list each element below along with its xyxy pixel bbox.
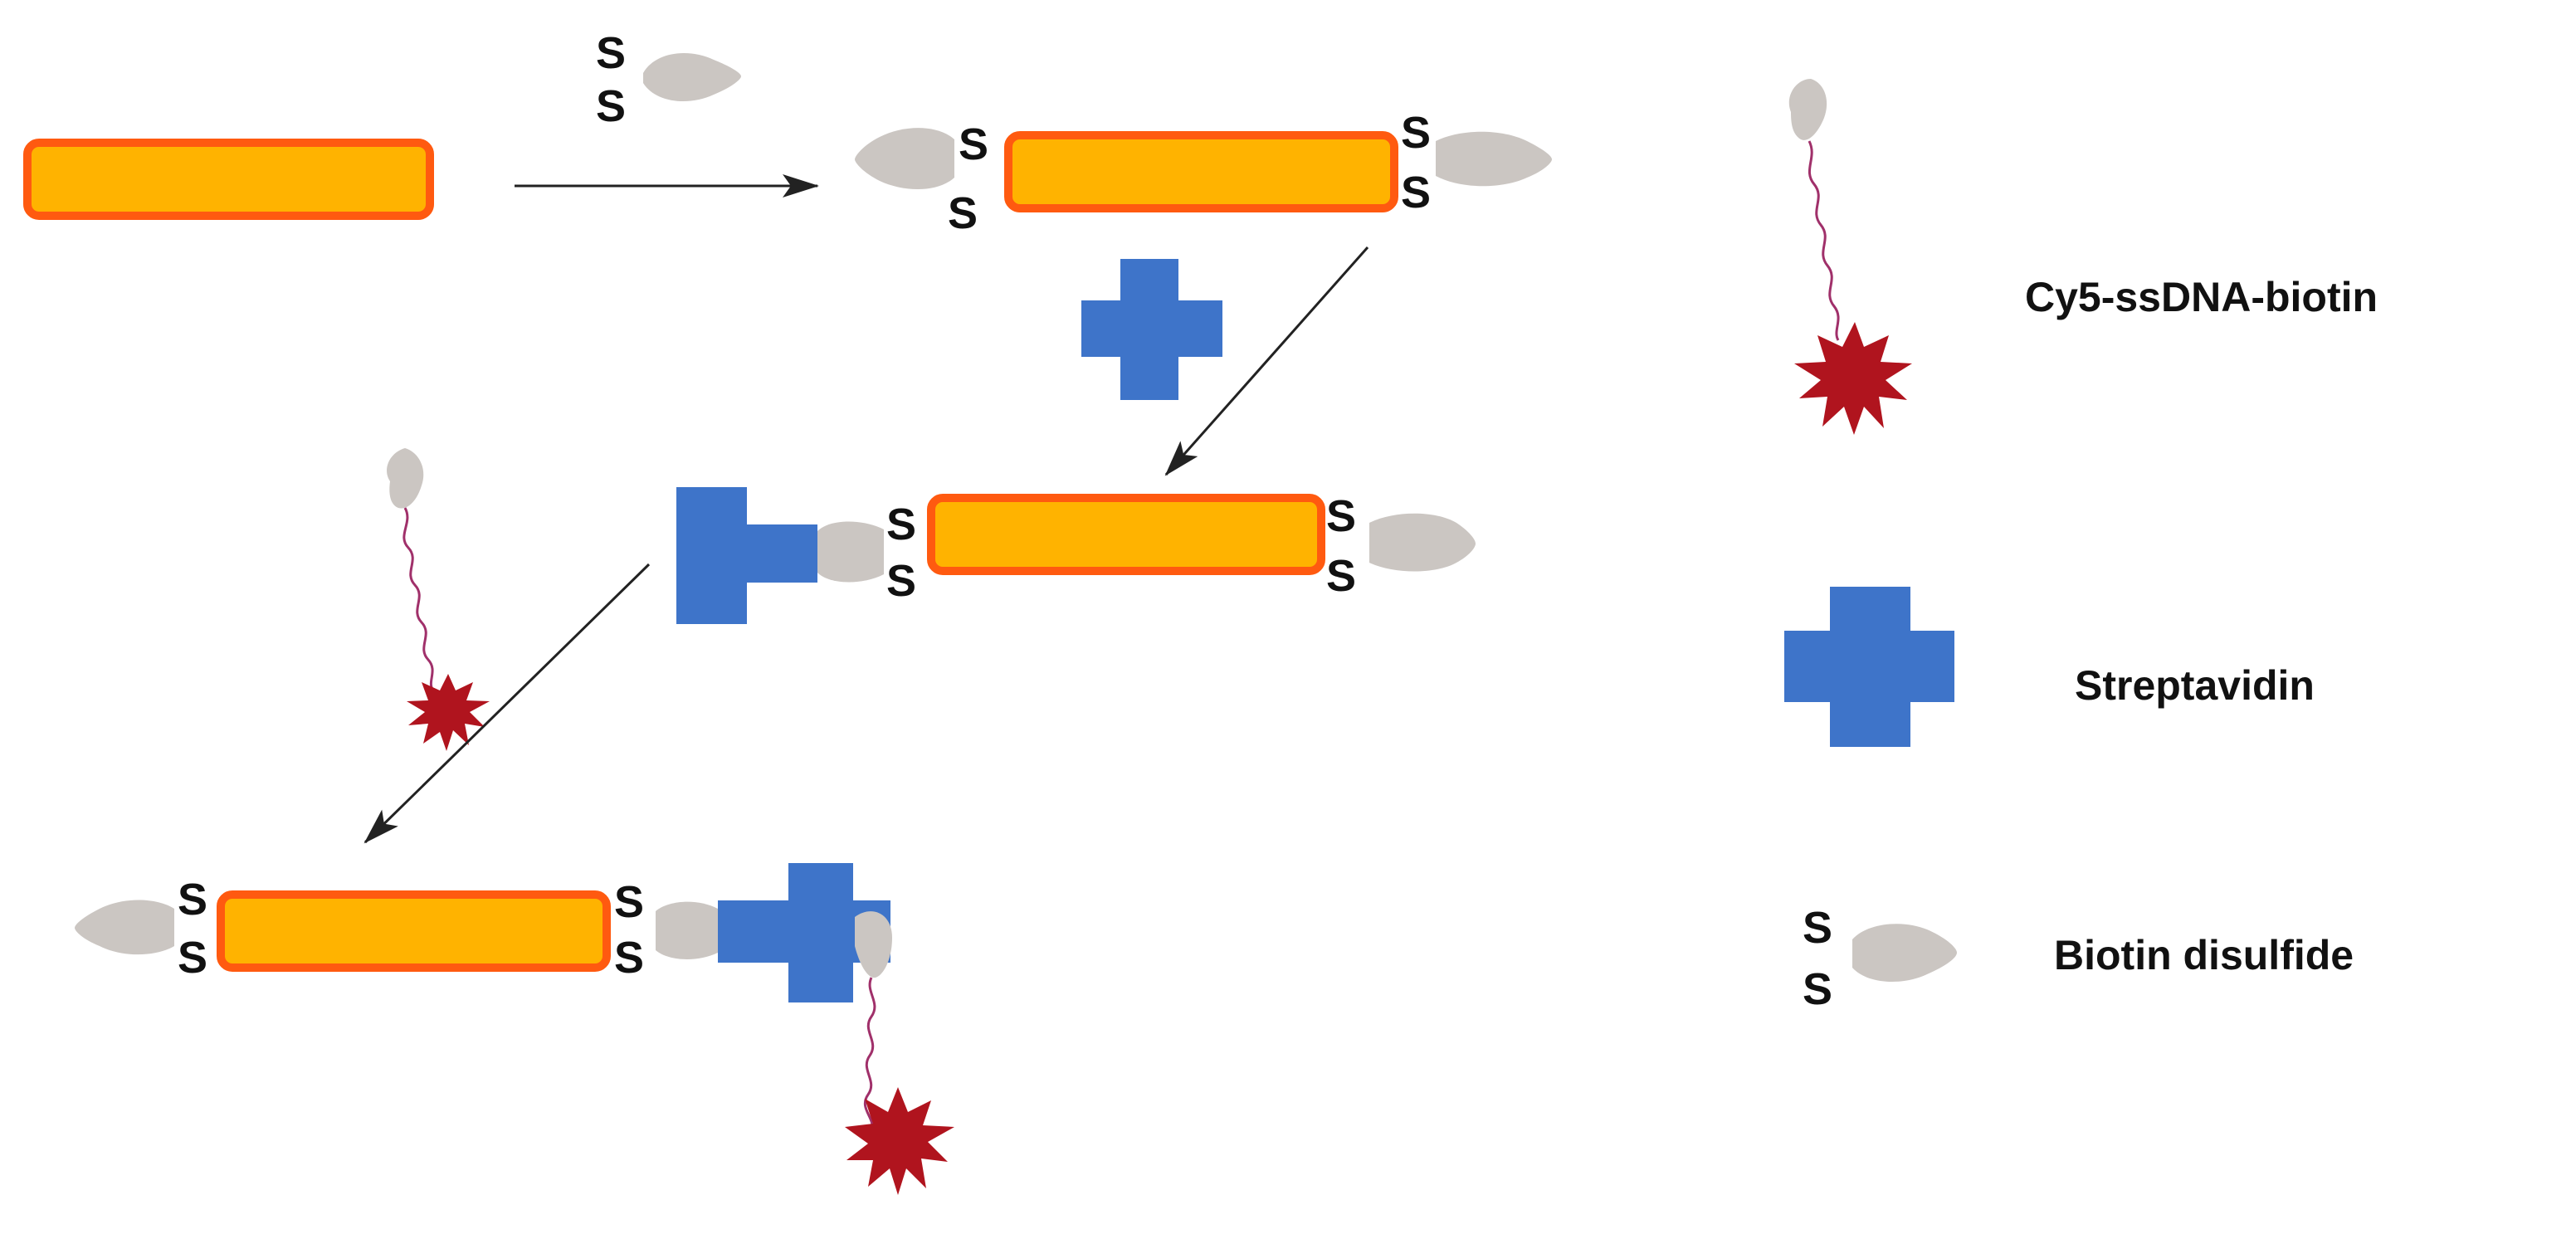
biotin-disulfide-reagent-icon: S S [596,28,741,131]
ssdna-strand-icon [863,977,876,1131]
cy5-dye-icon [845,1087,954,1195]
sulfur-letter: S [959,120,988,169]
legend: Cy5-ssDNA-biotin Streptavidin S S Biotin… [1784,79,2378,1014]
legend-label-streptavidin: Streptavidin [2075,662,2315,709]
sulfur-letter: S [1803,903,1832,953]
biotin-icon [75,900,174,955]
sulfur-letter: S [948,188,978,238]
biotin-icon [1788,79,1827,140]
sulfur-letter: S [1803,964,1832,1014]
bare-gold-nanorod-icon [23,139,434,220]
final-assembly-icon: S S S S [75,863,954,1195]
reaction-arrow-3-icon [363,563,651,844]
biotin-icon [656,901,718,959]
sulfur-letter: S [1326,551,1356,601]
ssdna-strand-icon [1808,140,1840,341]
cy5-dye-icon [1794,322,1912,435]
biotin-icon [1369,513,1476,572]
sulfur-letter: S [886,500,916,549]
sulfur-letter: S [596,81,626,131]
sulfur-letter: S [178,933,207,983]
legend-label-cy5-ssdna-biotin: Cy5-ssDNA-biotin [2025,274,2378,320]
streptavidin-icon [676,487,817,624]
biotin-icon [1436,131,1552,187]
biotin-icon [855,128,954,190]
biotin-icon [643,53,741,102]
sulfur-letter: S [1401,168,1431,217]
ssdna-strand-icon [402,507,435,691]
sulfur-letter: S [1326,491,1356,541]
legend-label-biotin-disulfide: Biotin disulfide [2054,932,2354,978]
streptavidin-icon [718,863,890,1002]
biotinylated-nanorod-icon: S S S S [855,108,1552,238]
cy5-dye-icon [407,674,490,751]
streptavidin-nanorod-icon: S S S S [676,487,1476,624]
biotin-icon [387,448,424,509]
gold-nanorod-icon [927,494,1325,575]
sulfur-letter: S [178,875,207,924]
sulfur-letter: S [1401,108,1431,158]
legend-cy5-ssdna-biotin-icon [1788,79,1912,435]
cy5-ssdna-biotin-reagent-icon [387,448,490,751]
gold-nanorod-icon [1004,131,1398,212]
sulfur-letter: S [886,556,916,606]
reaction-arrow-2-icon [1164,246,1369,476]
biotin-icon [1852,924,1957,983]
sulfur-letter: S [614,877,644,927]
legend-streptavidin-icon [1784,587,1954,747]
legend-biotin-disulfide-icon: S S [1803,903,1957,1014]
streptavidin-reagent-icon [1081,259,1222,400]
sulfur-letter: S [596,28,626,78]
sulfur-letter: S [614,933,644,983]
biotin-icon [817,521,884,583]
gold-nanorod-icon [217,890,611,972]
biotin-icon [855,911,892,978]
